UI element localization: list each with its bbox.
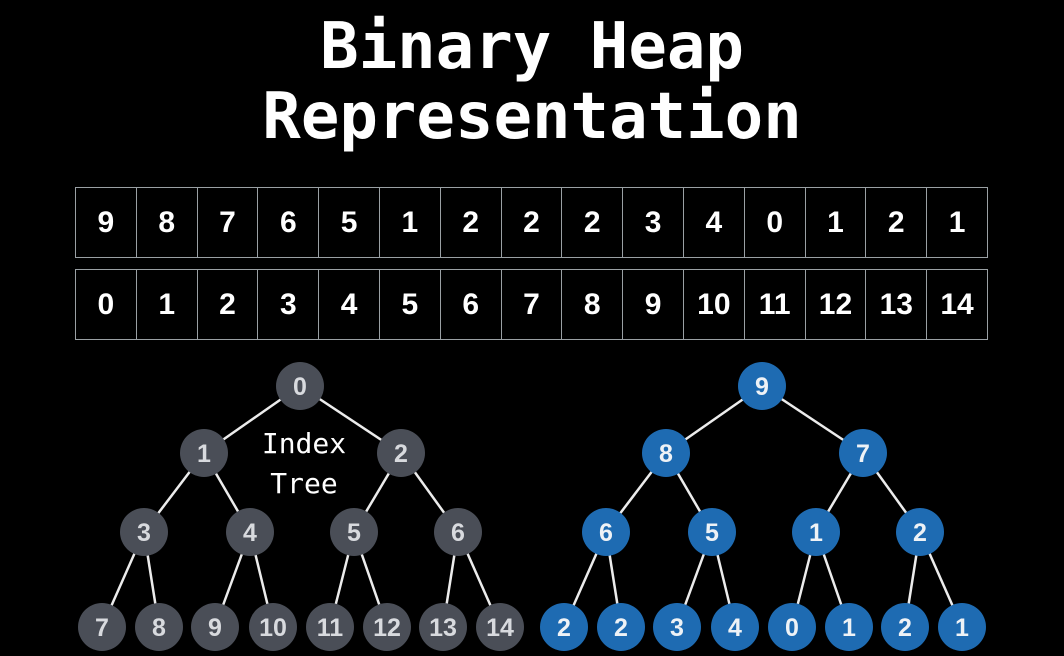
svg-text:1: 1	[955, 614, 969, 642]
array-cell: 8	[561, 270, 622, 339]
array-cell: 4	[318, 270, 379, 339]
svg-text:2: 2	[614, 614, 628, 642]
tree-node-index: 9	[191, 603, 239, 651]
tree-node-index: 11	[306, 603, 354, 651]
tree-node-heap: 2	[881, 603, 929, 651]
svg-text:5: 5	[705, 519, 719, 547]
svg-text:0: 0	[785, 614, 799, 642]
tree-node-index: 4	[226, 508, 274, 556]
array-cell: 2	[865, 188, 926, 257]
array-cell: 1	[804, 188, 866, 257]
tree-node-heap: 1	[825, 603, 873, 651]
array-cell: 1	[926, 188, 987, 257]
tree-node-index: 3	[120, 508, 168, 556]
tree-node-heap: 8	[642, 429, 690, 477]
array-cell: 9	[622, 270, 683, 339]
tree-node-heap: 5	[688, 508, 736, 556]
tree-node-heap: 1	[792, 508, 840, 556]
array-cell: 6	[439, 270, 501, 339]
tree-node-index: 14	[476, 603, 524, 651]
array-cell: 10	[682, 270, 744, 339]
svg-text:14: 14	[486, 614, 514, 642]
svg-text:7: 7	[95, 614, 109, 642]
tree-node-index: 6	[434, 508, 482, 556]
array-cell: 14	[926, 270, 987, 339]
array-cell: 7	[196, 188, 258, 257]
svg-text:4: 4	[728, 614, 742, 642]
tree-node-index: 5	[330, 508, 378, 556]
svg-text:13: 13	[429, 614, 457, 642]
array-cell: 5	[318, 188, 379, 257]
array-cell: 2	[196, 270, 258, 339]
array-cell: 0	[743, 188, 805, 257]
index-tree-label: Index Tree	[261, 427, 347, 500]
svg-text:2: 2	[913, 519, 927, 547]
svg-text:2: 2	[557, 614, 571, 642]
array-cell: 3	[257, 270, 318, 339]
svg-text:3: 3	[670, 614, 684, 642]
svg-text:9: 9	[208, 614, 222, 642]
svg-text:0: 0	[293, 373, 307, 401]
array-cell: 4	[682, 188, 744, 257]
tree-node-heap: 2	[540, 603, 588, 651]
array-cell: 3	[622, 188, 683, 257]
array-cell: 1	[378, 188, 440, 257]
svg-text:3: 3	[137, 519, 151, 547]
tree-node-index: 1	[180, 429, 228, 477]
svg-text:6: 6	[599, 519, 613, 547]
tree-node-index: 13	[419, 603, 467, 651]
svg-text:2: 2	[394, 440, 408, 468]
array-cell: 7	[500, 270, 562, 339]
tree-node-heap: 0	[768, 603, 816, 651]
array-cell: 2	[439, 188, 501, 257]
array-cell: 1	[135, 270, 197, 339]
tree-node-index: 8	[135, 603, 183, 651]
tree-node-heap: 2	[597, 603, 645, 651]
tree-node-heap: 6	[582, 508, 630, 556]
tree-node-index: 12	[363, 603, 411, 651]
svg-text:6: 6	[451, 519, 465, 547]
svg-text:8: 8	[659, 440, 673, 468]
tree-node-heap: 2	[896, 508, 944, 556]
array-cell: 12	[804, 270, 866, 339]
tree-node-heap: 4	[711, 603, 759, 651]
array-cell: 13	[865, 270, 926, 339]
tree-node-heap: 7	[839, 429, 887, 477]
tree-node-index: 10	[249, 603, 297, 651]
svg-text:8: 8	[152, 614, 166, 642]
svg-text:9: 9	[755, 373, 769, 401]
svg-text:1: 1	[842, 614, 856, 642]
array-cell: 8	[135, 188, 197, 257]
svg-text:1: 1	[197, 440, 211, 468]
svg-text:12: 12	[373, 614, 401, 642]
array-cell: 2	[500, 188, 562, 257]
tree-node-index: 0	[276, 362, 324, 410]
array-cell: 0	[97, 287, 115, 321]
array-cell: 11	[743, 270, 805, 339]
array-cell: 5	[378, 270, 440, 339]
svg-text:4: 4	[243, 519, 257, 547]
svg-text:10: 10	[259, 614, 287, 642]
array-cell: 2	[561, 188, 622, 257]
tree-node-heap: 1	[938, 603, 986, 651]
array-cell: 6	[257, 188, 318, 257]
tree-node-index: 2	[377, 429, 425, 477]
tree-node-heap: 3	[653, 603, 701, 651]
svg-text:11: 11	[317, 614, 344, 642]
svg-text:2: 2	[898, 614, 912, 642]
array-cell: 9	[97, 205, 115, 239]
tree-node-heap: 9	[738, 362, 786, 410]
svg-text:1: 1	[809, 519, 823, 547]
tree-node-index: 7	[78, 603, 126, 651]
svg-text:5: 5	[347, 519, 361, 547]
page-title: Binary Heap Representation	[262, 10, 802, 154]
svg-text:7: 7	[856, 440, 870, 468]
